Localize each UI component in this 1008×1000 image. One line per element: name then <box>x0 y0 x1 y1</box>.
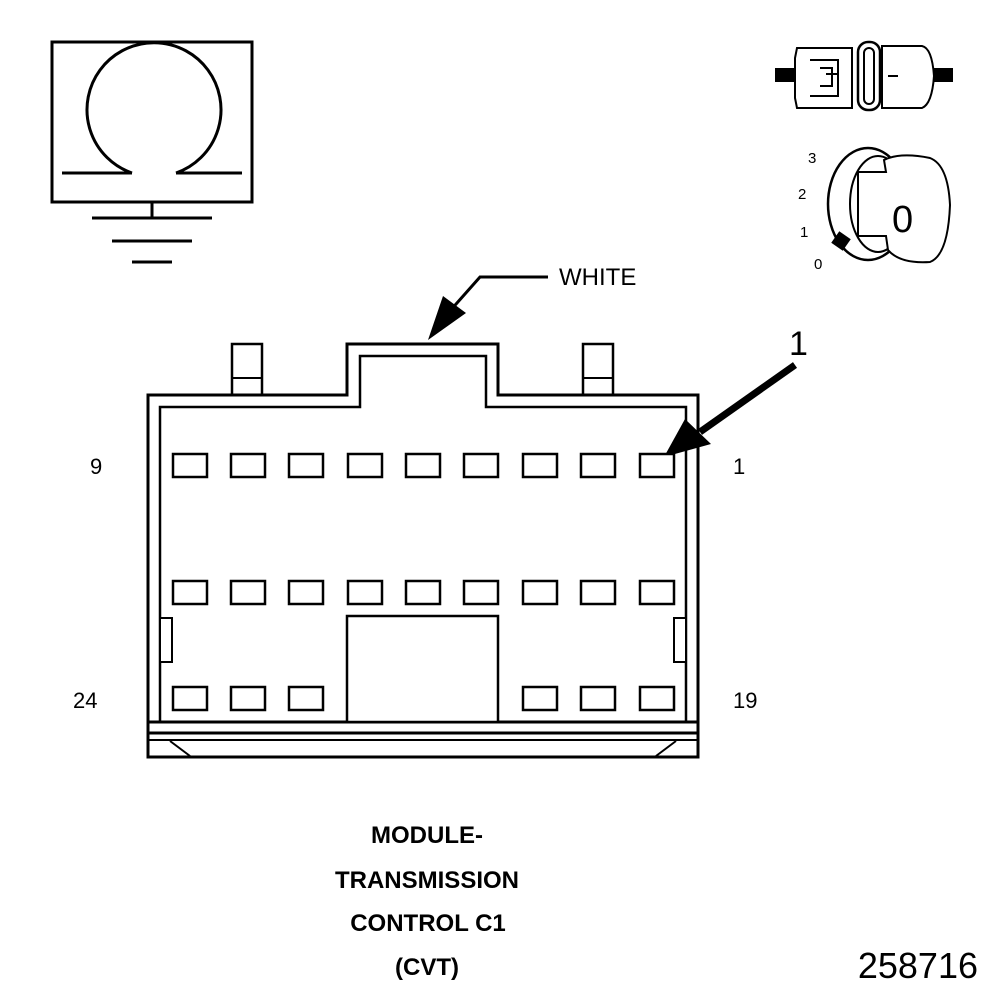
connector-plug-icon <box>775 40 953 112</box>
pin-cavity-13 <box>462 579 500 606</box>
pin-cavity-5 <box>404 452 442 479</box>
callout-number: 1 <box>789 325 808 363</box>
connector-title: MODULE- TRANSMISSION CONTROL C1 (CVT) <box>335 822 519 981</box>
pin-cavity-3 <box>521 452 559 479</box>
pin-cavity-17 <box>229 579 267 606</box>
pin-1-callout-arrow <box>664 362 798 457</box>
pin-cavity-4 <box>462 452 500 479</box>
pin-cavity-6 <box>346 452 384 479</box>
ignition-key-label: 0 <box>892 199 913 241</box>
pin-label-top-right: 1 <box>733 454 745 479</box>
connector-face <box>146 342 700 759</box>
pin-cavity-15 <box>346 579 384 606</box>
pin-cavity-8 <box>229 452 267 479</box>
ignition-position-1: 1 <box>800 224 808 241</box>
color-callout <box>428 275 548 340</box>
pin-cavity-9 <box>171 452 209 479</box>
ignition-position-2: 2 <box>798 186 806 203</box>
title-line-4: (CVT) <box>395 954 459 981</box>
pin-cavity-1 <box>638 452 676 479</box>
pin-cavity-14 <box>404 579 442 606</box>
pin-cavity-18 <box>171 579 209 606</box>
pin-label-top-left: 9 <box>90 454 102 479</box>
pin-cavity-2 <box>579 452 617 479</box>
pin-label-bottom-right: 19 <box>733 688 757 713</box>
color-callout-label: WHITE <box>559 264 636 291</box>
pin-cavity-11 <box>579 579 617 606</box>
title-line-2: TRANSMISSION <box>335 867 519 894</box>
ignition-position-3: 3 <box>808 150 816 167</box>
reference-number: 258716 <box>858 945 978 986</box>
pin-cavity-23 <box>229 685 267 712</box>
pin-cavity-12 <box>521 579 559 606</box>
omega-ground-icon <box>50 40 254 264</box>
pin-cavity-24 <box>171 685 209 712</box>
pin-cavity-19 <box>638 685 676 712</box>
pin-cavity-16 <box>287 579 325 606</box>
pin-cavity-20 <box>579 685 617 712</box>
title-line-3: CONTROL C1 <box>350 910 506 937</box>
ignition-key-icon: 0 <box>826 146 952 264</box>
pin-cavity-22 <box>287 685 325 712</box>
pin-cavity-21 <box>521 685 559 712</box>
pin-label-bottom-left: 24 <box>73 688 97 713</box>
pin-cavity-10 <box>638 579 676 606</box>
ignition-position-0: 0 <box>814 256 822 273</box>
title-line-1: MODULE- <box>371 822 483 849</box>
pin-cavity-7 <box>287 452 325 479</box>
